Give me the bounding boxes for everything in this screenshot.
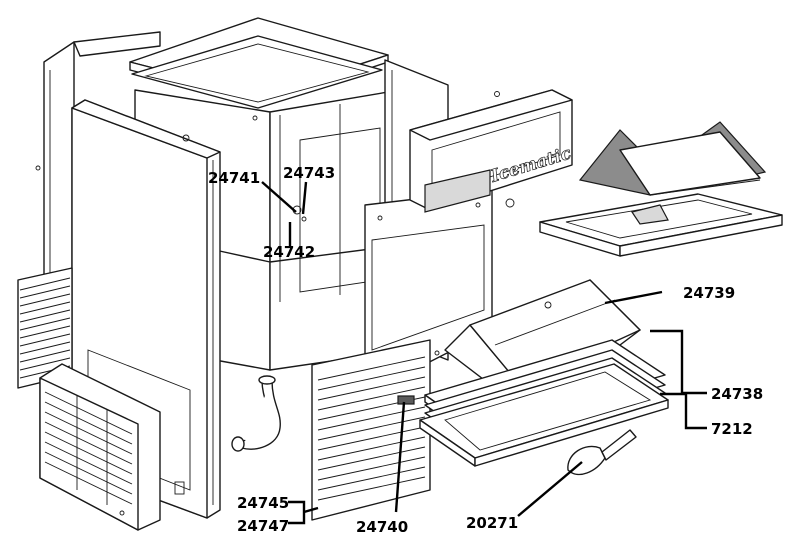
leader-20271	[517, 461, 583, 517]
callout-24743: 24743	[283, 164, 335, 182]
leader-lines	[261, 181, 707, 525]
hinge-bracket	[397, 395, 415, 405]
callout-labels: 24741 24743 24742 24739 24738 7212 20271…	[208, 164, 763, 536]
inner-lid-frame	[131, 35, 383, 109]
callout-24747: 24747	[237, 517, 289, 535]
ice-scoop	[567, 429, 637, 476]
leader-24739	[604, 290, 663, 305]
fasteners	[182, 115, 515, 356]
upper-deflector	[578, 121, 767, 196]
upper-tray-frame	[539, 193, 783, 257]
callout-24742: 24742	[263, 243, 315, 261]
callout-24745: 24745	[237, 494, 289, 512]
leader-24745-24747	[288, 500, 306, 525]
callout-24741: 24741	[208, 169, 260, 187]
leader-24740	[394, 401, 406, 513]
leader-24738	[650, 329, 707, 395]
callout-20271: 20271	[466, 514, 518, 532]
callout-24739: 24739	[683, 284, 735, 302]
leader-24741	[261, 181, 297, 213]
front-louver-door	[311, 339, 431, 521]
leader-7212	[660, 392, 707, 430]
leader-24743	[301, 181, 308, 215]
bin-tray-stack	[419, 339, 669, 467]
front-lower-grille	[39, 363, 161, 531]
callout-7212: 7212	[711, 420, 753, 438]
callout-24740: 24740	[356, 518, 408, 536]
leader-24745-door	[303, 506, 319, 514]
callout-24738: 24738	[711, 385, 763, 403]
drain-hose	[231, 375, 281, 452]
